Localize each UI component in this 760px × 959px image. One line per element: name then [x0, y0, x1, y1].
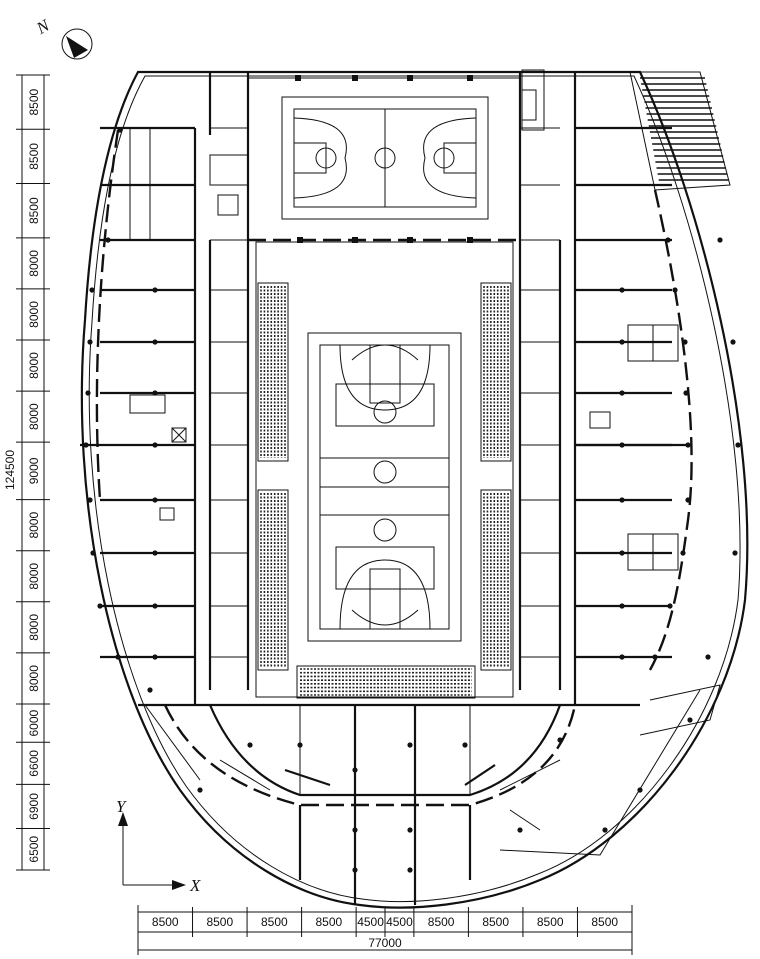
y-axis-label: Y: [116, 797, 127, 816]
building-outline: [80, 70, 749, 909]
coordinate-axes: Y X: [116, 797, 201, 895]
dimension-segment-vertical: 8000: [27, 352, 41, 379]
dimension-segment-vertical: 8500: [27, 88, 41, 115]
dimension-segment-horizontal: 4500: [386, 915, 413, 929]
dimension-segment-horizontal: 8500: [537, 915, 564, 929]
x-axis-label: X: [189, 876, 201, 895]
dimension-segment-vertical: 8000: [27, 665, 41, 692]
dimension-segment-horizontal: 8500: [591, 915, 618, 929]
dimension-segment-horizontal: 8500: [482, 915, 509, 929]
dimension-segment-vertical: 6900: [27, 793, 41, 820]
dimension-segment-vertical: 8000: [27, 403, 41, 430]
dimension-segment-vertical: 6500: [27, 836, 41, 863]
dimension-segment-vertical: 8000: [27, 512, 41, 539]
left-dimension-chain: 124500 8500 8500 8500 8000 8000 8000 8000 9000 8…: [3, 74, 50, 871]
north-arrow-icon: N: [32, 15, 93, 60]
dimension-segment-vertical: 8000: [27, 250, 41, 277]
seating: [257, 282, 512, 699]
dimension-segment-vertical: 6000: [27, 709, 41, 736]
upper-practice-court: [281, 96, 489, 220]
dimension-segment-horizontal: 8500: [428, 915, 455, 929]
dimension-segment-horizontal: 8500: [152, 915, 179, 929]
room-walls: [80, 69, 690, 905]
dimension-segment-vertical: 8000: [27, 614, 41, 641]
dimension-segment-horizontal: 8500: [261, 915, 288, 929]
dimension-segment-vertical: 8500: [27, 143, 41, 170]
north-label: N: [32, 15, 54, 38]
dimension-total-horizontal: 77000: [368, 936, 402, 950]
dimension-segment-horizontal: 8500: [206, 915, 233, 929]
entrance-stairs: [640, 77, 729, 181]
dimension-segment-vertical: 8500: [27, 197, 41, 224]
main-arena: [255, 241, 514, 698]
dimension-segment-horizontal: 8500: [316, 915, 343, 929]
dimension-segment-horizontal: 4500: [357, 915, 384, 929]
dimension-segment-vertical: 8000: [27, 563, 41, 590]
dimension-total-vertical: 124500: [3, 450, 17, 490]
dimension-segment-vertical: 8000: [27, 301, 41, 328]
dimension-segment-vertical: 9000: [27, 457, 41, 484]
structural-columns: [83, 75, 741, 873]
dimension-segment-vertical: 6600: [27, 750, 41, 777]
